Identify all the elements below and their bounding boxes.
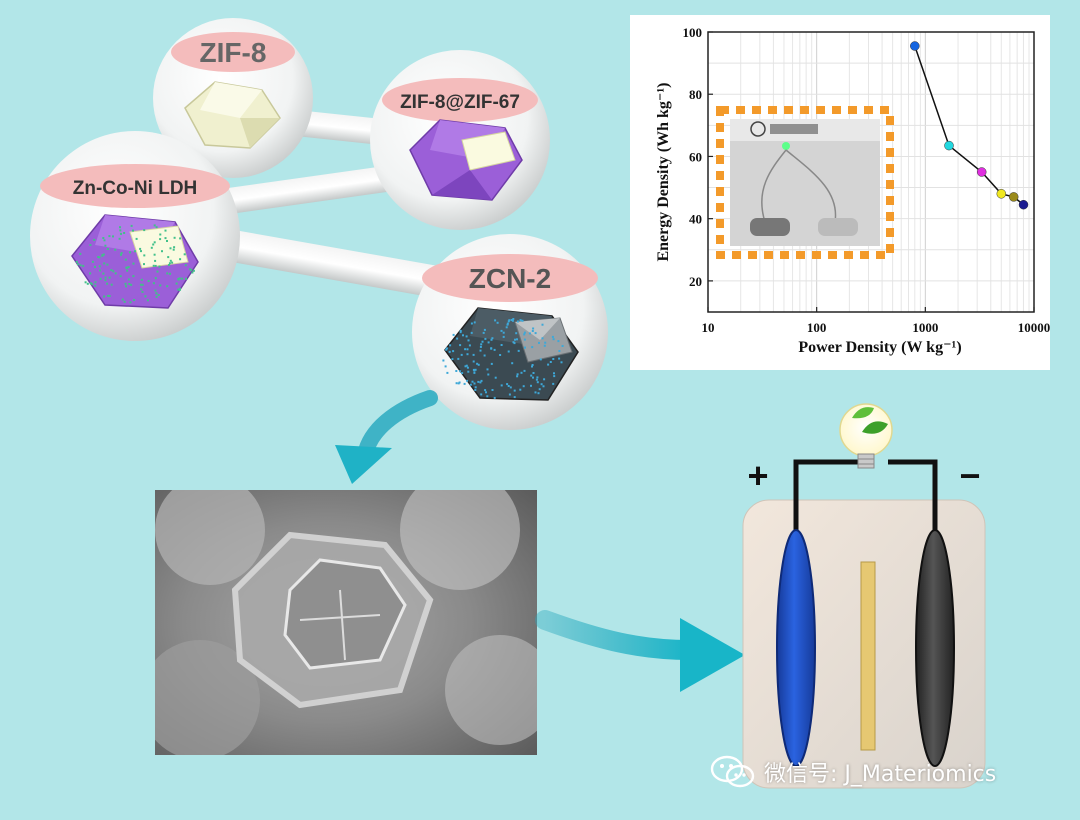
zif8-sphere: ZIF-8 bbox=[153, 18, 313, 178]
zcn2-sphere: ZCN-2 bbox=[412, 234, 608, 430]
zif67-sphere: ZIF-8@ZIF-67 bbox=[370, 50, 550, 230]
zif8-crystal bbox=[184, 81, 281, 149]
y-tick-label: 20 bbox=[689, 274, 702, 289]
zcn2-label-badge bbox=[422, 254, 598, 302]
data-point bbox=[944, 140, 954, 151]
zif67-label-badge bbox=[382, 78, 538, 122]
curved-arrow-down-icon bbox=[335, 390, 438, 484]
ldh-label: Zn-Co-Ni LDH bbox=[73, 178, 198, 199]
negative-terminal-label: − bbox=[959, 455, 980, 496]
light-bulb-icon bbox=[839, 403, 893, 469]
y-tick-label: 60 bbox=[689, 149, 702, 164]
zif8-label-badge bbox=[171, 32, 295, 72]
x-tick-label: 1000 bbox=[912, 320, 938, 335]
x-tick-label: 10000 bbox=[1018, 320, 1051, 335]
x-tick-labels: 10 100 1000 10000 bbox=[702, 307, 1051, 335]
negative-wire bbox=[888, 459, 938, 540]
ragone-chart: 20 40 60 80 100 10 100 1000 10000 Energy Densit… bbox=[630, 15, 1050, 370]
zcn2-label: ZCN-2 bbox=[469, 263, 551, 294]
x-tick-label: 100 bbox=[807, 320, 827, 335]
data-point bbox=[976, 167, 987, 177]
supercapacitor-device: + − bbox=[742, 403, 986, 789]
wechat-icon bbox=[710, 755, 755, 788]
zif67-label: ZIF-8@ZIF-67 bbox=[400, 92, 520, 113]
y-tick-labels: 20 40 60 80 100 bbox=[683, 25, 713, 289]
plot-frame bbox=[707, 31, 1035, 313]
y-tick-label: 80 bbox=[689, 87, 702, 102]
positive-electrode bbox=[776, 529, 816, 767]
zcn2-surface-dots bbox=[442, 318, 564, 399]
green-led-icon bbox=[782, 142, 790, 150]
x-axis-label: Power Density (W kg⁻¹) bbox=[798, 339, 961, 356]
inset-dashed-frame bbox=[716, 106, 894, 259]
x-tick-label: 10 bbox=[702, 320, 715, 335]
watermark: 微信号: J_Materiomics bbox=[710, 752, 996, 792]
zif8-label: ZIF-8 bbox=[200, 37, 267, 68]
ldh-nanosheet-dots bbox=[75, 224, 195, 304]
y-tick-label: 40 bbox=[689, 212, 702, 227]
data-point bbox=[910, 41, 920, 51]
university-logo-icon bbox=[750, 121, 766, 137]
zcn2-crystal bbox=[442, 307, 579, 401]
separator bbox=[860, 561, 876, 751]
negative-electrode bbox=[915, 529, 955, 767]
data-point bbox=[996, 189, 1007, 199]
data-point bbox=[1018, 199, 1029, 210]
sem-texture bbox=[155, 490, 537, 755]
inset-device-right bbox=[818, 218, 858, 236]
ldh-crystal bbox=[71, 214, 199, 309]
ldh-label-badge bbox=[40, 164, 230, 208]
positive-wire bbox=[793, 459, 870, 540]
arrow-right-icon bbox=[535, 610, 745, 692]
series-points bbox=[910, 41, 1029, 210]
data-point bbox=[1008, 192, 1019, 202]
positive-terminal-label: + bbox=[747, 455, 768, 496]
university-logo-text-graphic bbox=[770, 124, 818, 134]
sem-image bbox=[155, 490, 537, 755]
inset-photo-device-demo bbox=[716, 106, 894, 259]
y-axis-label: Energy Density (Wh kg⁻¹) bbox=[655, 82, 672, 261]
y-tick-label: 100 bbox=[683, 25, 703, 40]
inset-device-left bbox=[750, 218, 790, 236]
watermark-text: 微信号: J_Materiomics bbox=[764, 762, 997, 787]
ldh-sphere: Zn-Co-Ni LDH bbox=[30, 131, 240, 341]
zif67-crystal bbox=[409, 119, 523, 201]
